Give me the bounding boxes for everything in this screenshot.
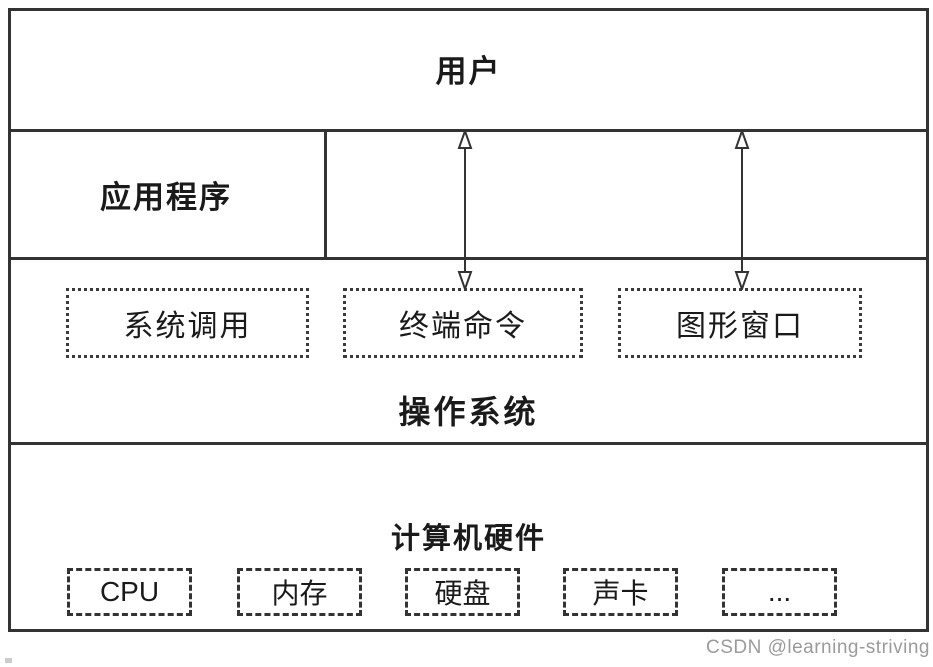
divider-application-os bbox=[8, 257, 929, 260]
interface-box-label: 图形窗口 bbox=[676, 310, 804, 343]
hardware-box-cpu: CPU bbox=[67, 568, 192, 616]
hardware-box-label: 内存 bbox=[271, 578, 328, 609]
divider-os-hardware bbox=[8, 442, 929, 445]
interface-box-terminal-command: 终端命令 bbox=[343, 288, 583, 358]
interface-box-graphic-window: 图形窗口 bbox=[618, 288, 862, 358]
diagram-outer-frame bbox=[8, 8, 929, 632]
interface-box-label: 系统调用 bbox=[123, 310, 252, 343]
screenshot-artifact-dot bbox=[5, 658, 12, 663]
hardware-box-disk: 硬盘 bbox=[405, 568, 520, 616]
interface-box-label: 终端命令 bbox=[399, 310, 527, 343]
hardware-box-label: 硬盘 bbox=[434, 578, 491, 609]
hardware-box-label: CPU bbox=[99, 576, 160, 607]
up-down-arrow-icon bbox=[734, 130, 750, 290]
os-layer-label: 操作系统 bbox=[398, 394, 539, 430]
hardware-box-label: 声卡 bbox=[592, 578, 649, 609]
user-layer-label: 用户 bbox=[435, 54, 502, 89]
application-layer-label: 应用程序 bbox=[100, 180, 232, 215]
hardware-box-memory: 内存 bbox=[237, 568, 362, 616]
hardware-box-label: ... bbox=[767, 576, 792, 607]
interface-box-system-call: 系统调用 bbox=[66, 288, 309, 358]
csdn-watermark: CSDN @learning-striving bbox=[705, 637, 930, 658]
up-down-arrow-icon bbox=[457, 130, 473, 290]
hardware-layer-label: 计算机硬件 bbox=[390, 523, 546, 555]
hardware-box-soundcard: 声卡 bbox=[563, 568, 678, 616]
application-box-right-border bbox=[324, 129, 327, 260]
divider-user-application bbox=[8, 129, 929, 132]
hardware-box-ellipsis: ... bbox=[722, 568, 837, 616]
